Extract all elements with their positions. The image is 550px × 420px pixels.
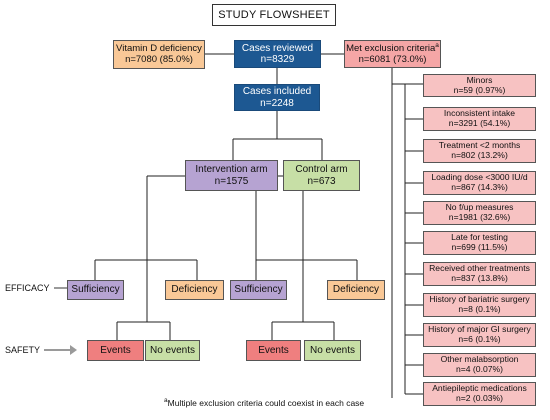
met-exclusion-value: n=6081 (73.0%)	[358, 54, 427, 66]
exclusion-antiepileptic: Antiepileptic medications n=2 (0.03%)	[423, 382, 536, 406]
exclusion-other-treatments: Received other treatments n=837 (13.8%)	[423, 262, 536, 286]
intervention-deficiency-box: Deficiency	[165, 280, 224, 300]
cases-reviewed-value: n=8329	[260, 54, 295, 65]
intervention-arm-box: Intervention arm n=1575	[185, 160, 278, 191]
control-events-box: Events	[246, 340, 301, 361]
control-deficiency-box: Deficiency	[327, 280, 385, 300]
control-arm-label: Control arm	[295, 164, 348, 175]
exclusion-malabsorption: Other malabsorption n=4 (0.07%)	[423, 353, 536, 377]
exclusion-loading-dose: Loading dose <3000 IU/d n=867 (14.3%)	[423, 171, 536, 195]
exclusion-bariatric-surgery: History of bariatric surgery n=8 (0.1%)	[423, 293, 536, 317]
vitamin-d-label: Vitamin D deficiency	[116, 42, 202, 54]
exclusion-minors: Minors n=59 (0.97%)	[423, 74, 536, 97]
intervention-sufficiency-box: Sufficiency	[67, 280, 124, 300]
intervention-events-box: Events	[87, 340, 144, 361]
efficacy-arrow-shaft	[53, 287, 70, 289]
exclusion-late-testing: Late for testing n=699 (11.5%)	[423, 231, 536, 255]
control-sufficiency-box: Sufficiency	[230, 280, 287, 300]
cases-included-box: Cases included n=2248	[234, 84, 320, 111]
intervention-no-events-box: No events	[145, 340, 200, 361]
footnote-marker: a	[164, 397, 168, 404]
control-arm-box: Control arm n=673	[283, 160, 360, 191]
cases-reviewed-label: Cases reviewed	[241, 42, 314, 54]
control-arm-value: n=673	[307, 175, 336, 187]
met-exclusion-marker: a	[435, 42, 439, 49]
footnote-text: Multiple exclusion criteria could coexis…	[167, 397, 365, 408]
intervention-arm-value: n=1575	[214, 175, 249, 187]
efficacy-row-label: EFFICACY	[5, 283, 77, 293]
met-exclusion-label: Met exclusion criteria	[346, 43, 436, 55]
cases-included-label: Cases included	[242, 86, 312, 97]
exclusion-treatment-duration: Treatment <2 months n=802 (13.2%)	[423, 139, 536, 163]
page-title: STUDY FLOWSHEET	[212, 4, 336, 26]
safety-row-label: SAFETY	[5, 345, 78, 355]
safety-arrow-icon	[70, 345, 78, 355]
exclusion-no-followup: No f/up measures n=1981 (32.6%)	[423, 201, 536, 225]
vitamin-d-value: n=7080 (85.0%)	[125, 53, 193, 65]
footnote: aMultiple exclusion criteria could coexi…	[164, 397, 364, 408]
safety-arrow-shaft	[44, 349, 71, 351]
vitamin-d-deficiency-box: Vitamin D deficiency n=7080 (85.0%)	[113, 40, 205, 69]
cases-included-value: n=2248	[260, 97, 294, 109]
met-exclusion-box: Met exclusion criteriaa n=6081 (73.0%)	[344, 40, 441, 68]
cases-reviewed-box: Cases reviewed n=8329	[234, 40, 321, 68]
intervention-arm-label: Intervention arm	[195, 164, 268, 175]
exclusion-gi-surgery: History of major GI surgery n=6 (0.1%)	[423, 323, 536, 347]
control-no-events-box: No events	[304, 340, 361, 361]
exclusion-inconsistent-intake: Inconsistent intake n=3291 (54.1%)	[423, 107, 536, 131]
